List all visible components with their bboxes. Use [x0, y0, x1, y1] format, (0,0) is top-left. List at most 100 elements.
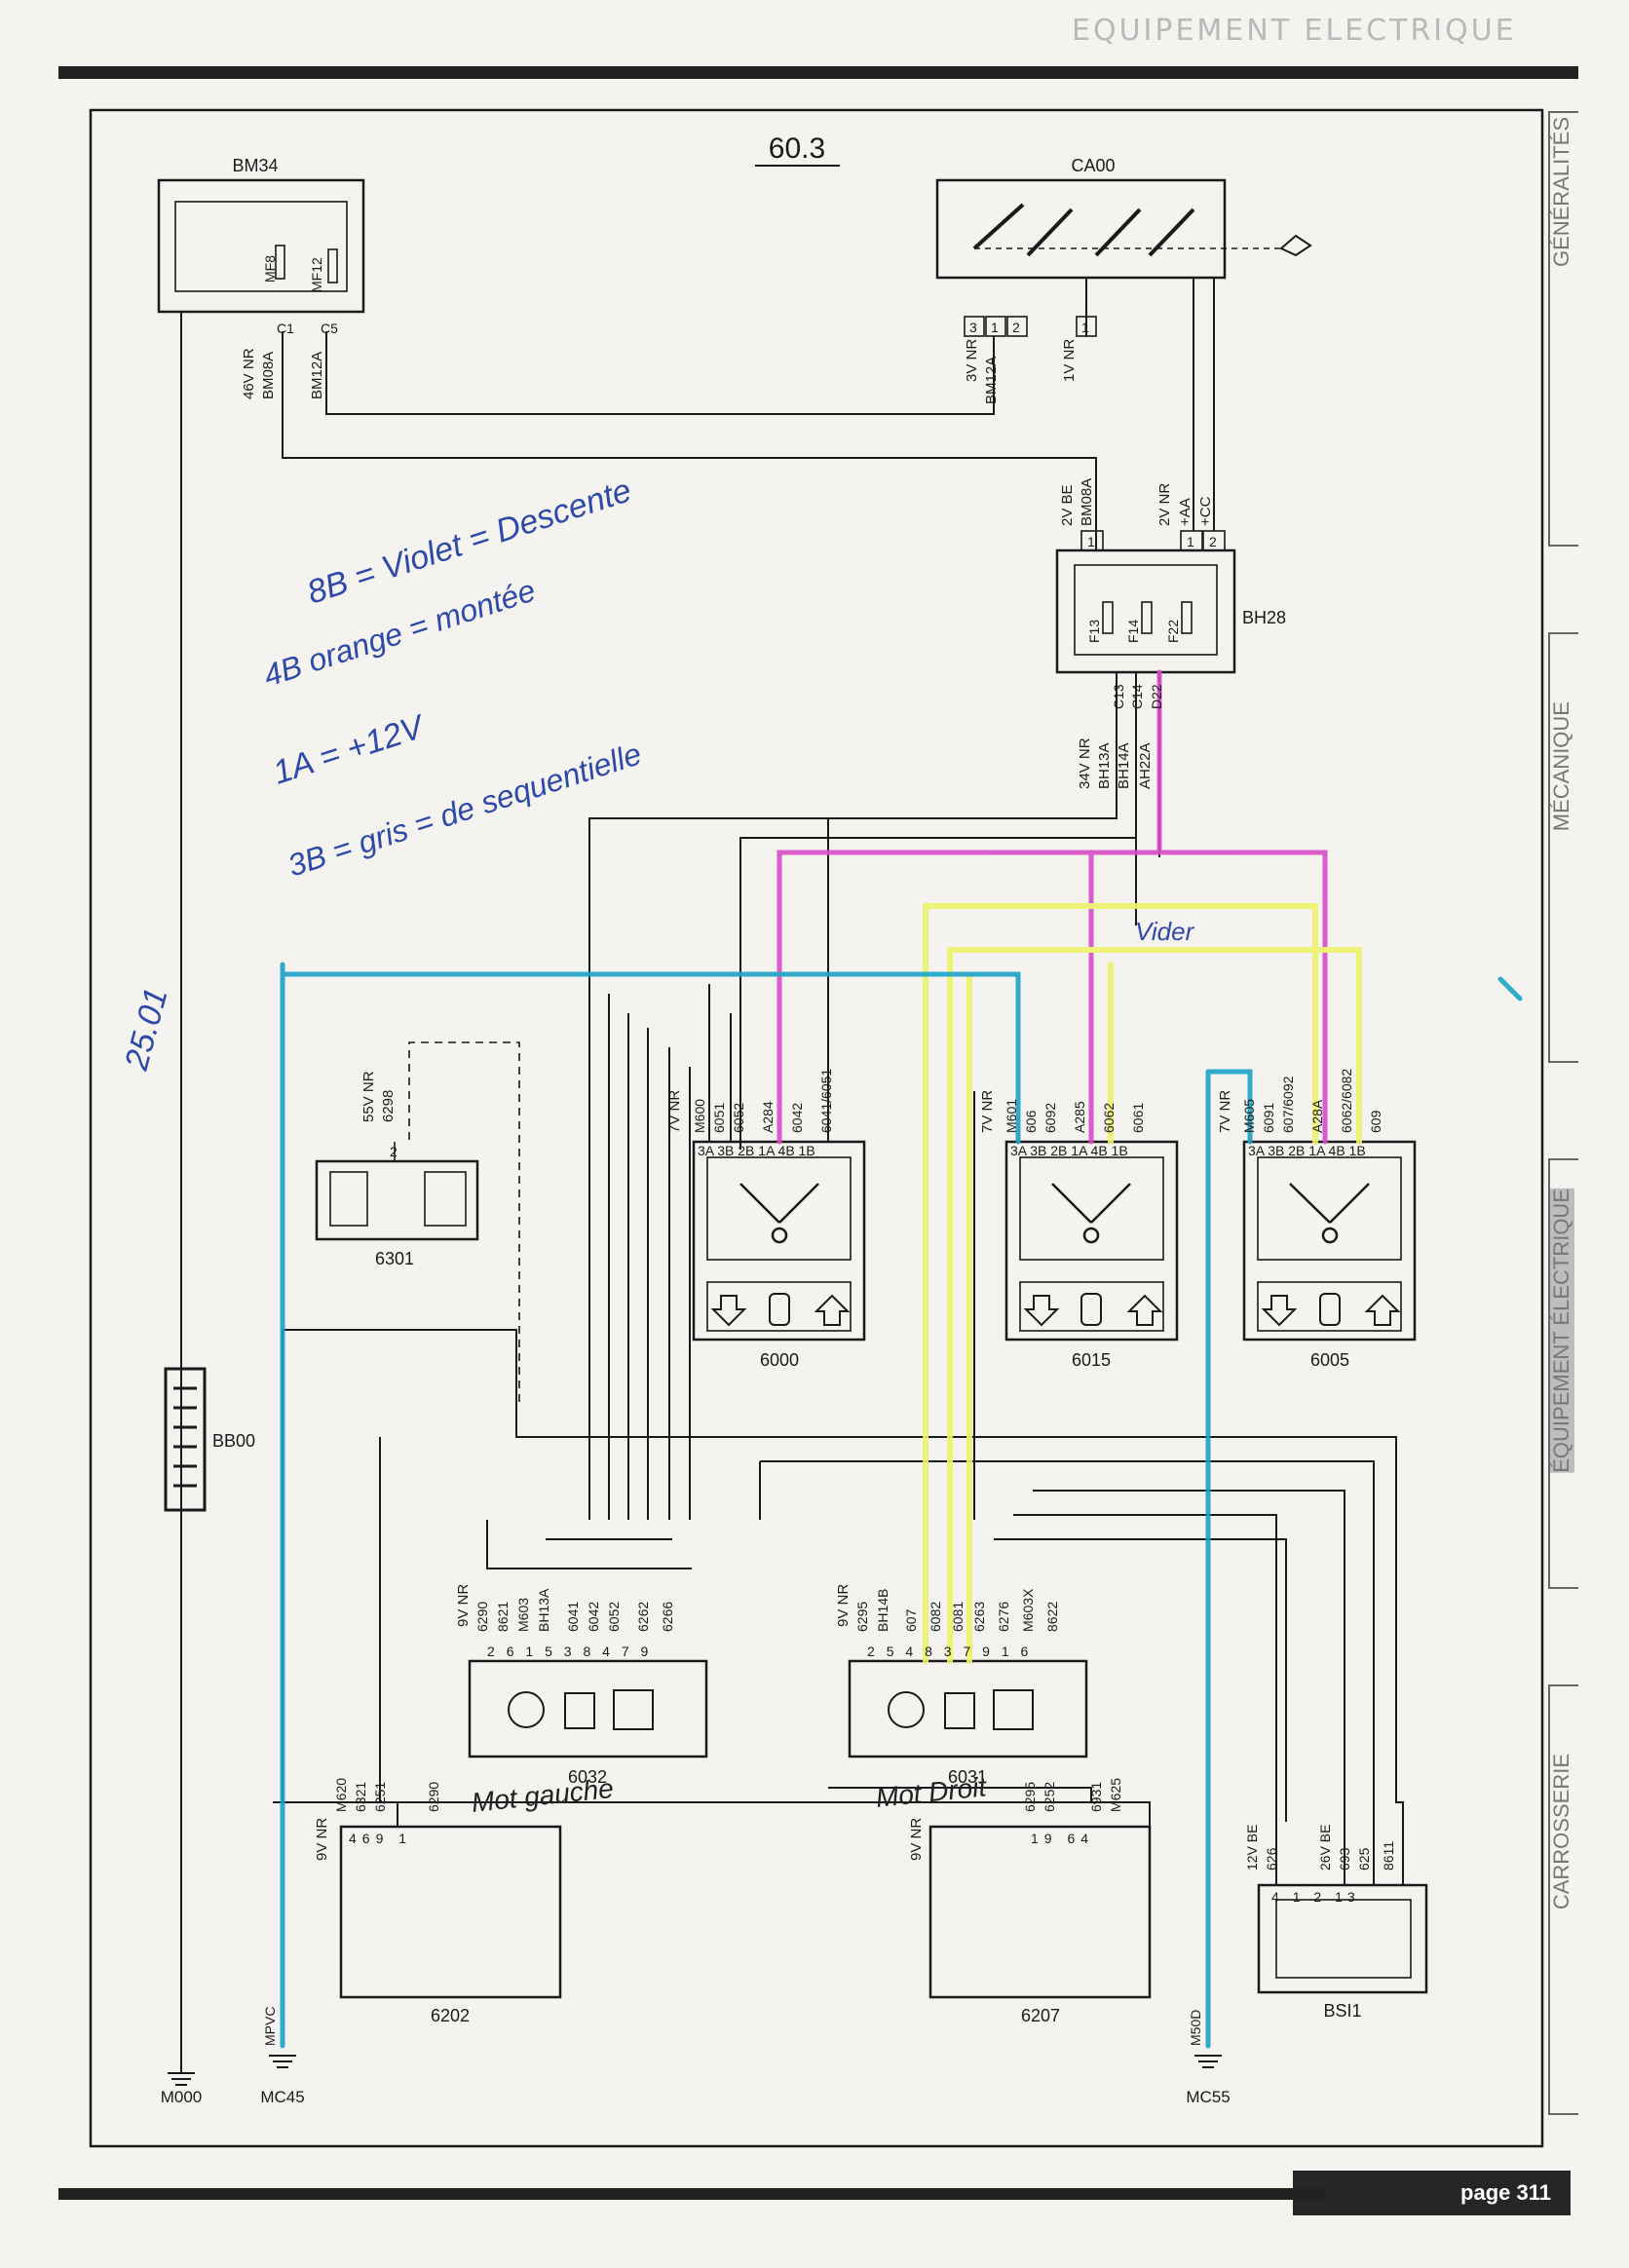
s6000-wire4: A284: [760, 1101, 776, 1133]
s6015-pin-1b: 1B: [1112, 1143, 1128, 1158]
s6202-wire2: 6321: [353, 1782, 368, 1812]
m6032-wire1: 6290: [474, 1602, 490, 1632]
m6031-wire4: 6082: [928, 1602, 943, 1632]
bsi1-label: BSI1: [1323, 2001, 1361, 2021]
bh28-in2c: +CC: [1197, 496, 1214, 526]
s6015-pin-3b: 3B: [1030, 1143, 1046, 1158]
up-arrow-icon: [1364, 1294, 1401, 1326]
s6015-pin-2b: 2B: [1050, 1143, 1067, 1158]
s6000-label: 6000: [760, 1350, 799, 1370]
s6015-wire4: A285: [1072, 1101, 1087, 1133]
ca00-wire1b: BM12A: [983, 357, 1000, 404]
s6207-pins: 19 64: [1031, 1831, 1094, 1846]
m6032-wire8: 6262: [635, 1602, 651, 1632]
s6301-pin: 2: [390, 1144, 398, 1159]
m6031-wire1: 6295: [854, 1602, 870, 1632]
ground-m000: M000: [161, 2088, 203, 2106]
ca00-pin-c: 2: [1012, 320, 1020, 335]
m6031-label: 6031: [948, 1767, 987, 1787]
m6032-pins: 2 6 1 5 3 8 4 7 9: [487, 1644, 652, 1659]
bh28-in-pin2: 1: [1187, 534, 1194, 549]
bh28-fuse1: F13: [1086, 620, 1102, 643]
s6202-wire1: M620: [333, 1778, 349, 1812]
s6000-pin-1a: 1A: [758, 1143, 776, 1158]
ca00-pin-b: 1: [991, 320, 999, 335]
ca00-pin-a: 3: [969, 320, 977, 335]
motor-icon: [888, 1691, 925, 1728]
note-8b: 8B = Violet = Descente: [303, 472, 636, 611]
s6000-wire6: 6041/6051: [818, 1069, 834, 1133]
car-icon: [769, 1293, 790, 1326]
s6207-wire1: 6295: [1022, 1782, 1038, 1812]
page-number: page 311: [1293, 2171, 1571, 2215]
bh28-fuse3: F22: [1165, 620, 1181, 643]
m6031-wire3: 607: [903, 1608, 919, 1632]
ca00-pin-d: 1: [1081, 320, 1089, 335]
window-icon: [613, 1689, 654, 1730]
bsi1-wire1: 626: [1264, 1847, 1279, 1871]
up-arrow-icon: [1126, 1294, 1163, 1326]
bh28-out-wire1: BH13A: [1096, 742, 1113, 789]
s6015-pins: 3A 3B 2B 1A 4B 1B: [1010, 1143, 1128, 1158]
bh28-in1: 2V BE: [1059, 484, 1076, 526]
s6000-wire5: 6042: [789, 1103, 805, 1133]
s6015-wire6: 6061: [1130, 1103, 1146, 1133]
bsi1-harness1: 12V BE: [1244, 1825, 1260, 1871]
bh28-out-pin3: D22: [1149, 684, 1164, 709]
s6005-pin-3b: 3B: [1268, 1143, 1284, 1158]
s6301-wire-b: 6298: [380, 1090, 397, 1122]
note-4b: 4B orange = montée: [259, 573, 540, 694]
s6015-label: 6015: [1072, 1350, 1111, 1370]
note-mot-gauche: Mot gauche: [470, 1773, 615, 1818]
s6005-pin-4b: 4B: [1329, 1143, 1345, 1158]
bh28-in2b: +AA: [1177, 498, 1193, 526]
m6031-wire6: 6263: [971, 1602, 987, 1632]
s6005-wire3: 607/6092: [1280, 1076, 1296, 1133]
m6032-wire7: 6052: [606, 1602, 622, 1632]
s6207-wire3: 6931: [1088, 1782, 1104, 1812]
m6031-wire9: 8622: [1044, 1602, 1060, 1632]
s6000-pin-3b: 3B: [717, 1143, 734, 1158]
bm34-wire2: BM12A: [309, 352, 325, 399]
bh28-in-pin3: 2: [1209, 534, 1217, 549]
ca00-wire1: 3V NR: [964, 339, 980, 382]
s6005-harness: 7V NR: [1217, 1090, 1233, 1133]
s6000-pin-2b: 2B: [738, 1143, 754, 1158]
down-arrow-icon: [710, 1295, 747, 1327]
s6000-wire3: 6052: [731, 1103, 746, 1133]
bh28-out-wire3: AH22A: [1137, 742, 1154, 789]
m6032-wire3: M603: [515, 1598, 531, 1632]
s6005-wire1: M605: [1241, 1099, 1257, 1133]
ground-mc55-wire: M50D: [1188, 2010, 1203, 2046]
motor-icon: [508, 1691, 545, 1728]
m6031-harness: 9V NR: [835, 1584, 852, 1627]
down-arrow-icon: [1261, 1295, 1298, 1327]
s6301-wire: 55V NR: [360, 1071, 377, 1122]
s6202-pins: 469 1: [349, 1831, 412, 1846]
bsi1-wire4: 8611: [1381, 1841, 1396, 1871]
m6031-pins: 2 5 4 8 3 7 9 1 6: [867, 1644, 1032, 1659]
section-header: EQUIPEMENT ELECTRIQUE: [1072, 14, 1517, 48]
bsi1-wire3: 625: [1356, 1847, 1372, 1871]
diagram-number: 60.3: [769, 132, 825, 165]
m6031-wire7: 6276: [996, 1602, 1011, 1632]
bh28-in-pin1: 1: [1087, 534, 1095, 549]
m6032-harness: 9V NR: [455, 1584, 472, 1627]
bh28-fuse2: F14: [1125, 620, 1141, 643]
module-icon: [564, 1692, 595, 1729]
bm34-pin1: C1: [277, 321, 294, 336]
note-vider: Vider: [1135, 917, 1195, 946]
s6005-wire5: 6062/6082: [1339, 1069, 1354, 1133]
up-arrow-icon: [814, 1294, 851, 1326]
bm34-pin2: C5: [321, 321, 338, 336]
s6207-wire2: 6252: [1042, 1782, 1057, 1812]
ground-mc55: MC55: [1186, 2088, 1230, 2106]
s6005-wire6: 609: [1368, 1110, 1383, 1133]
bm34-wire1: 46V NR: [241, 348, 257, 399]
down-arrow-icon: [1023, 1295, 1060, 1327]
s6000-pin-1b: 1B: [799, 1143, 815, 1158]
m6032-wire2: 8621: [495, 1602, 511, 1632]
s6015-wire3: 6092: [1042, 1103, 1058, 1133]
bm34-label: BM34: [232, 156, 278, 175]
s6005-label: 6005: [1310, 1350, 1349, 1370]
